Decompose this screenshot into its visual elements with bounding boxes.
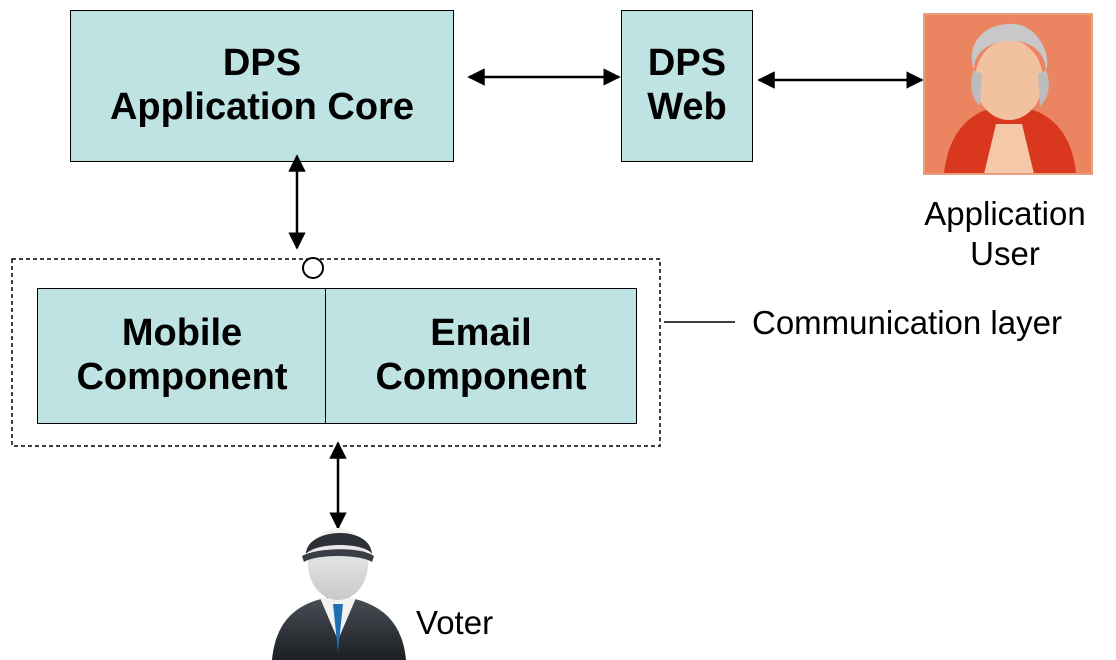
email-component-box: Email Component — [325, 288, 637, 424]
core-title-line2: Application Core — [109, 86, 415, 128]
application-user-label-line1: Application — [924, 195, 1086, 232]
application-user-icon — [923, 13, 1093, 175]
mobile-component-box: Mobile Component — [37, 288, 327, 424]
voter-icon — [272, 528, 406, 660]
web-title-line2: Web — [647, 86, 727, 128]
web-title-line1: DPS — [647, 42, 727, 85]
email-title-line1: Email — [430, 312, 532, 355]
dps-web-box: DPS Web — [621, 10, 753, 162]
interface-port-circle — [302, 257, 324, 279]
email-title-line2: Component — [375, 356, 587, 398]
mobile-title-line1: Mobile — [121, 312, 243, 355]
application-user-label-line2: User — [970, 234, 1040, 272]
communication-layer-label: Communication layer — [752, 304, 1062, 341]
core-title-line1: DPS — [222, 42, 302, 85]
application-user-label: Application User — [924, 194, 1086, 273]
voter-label: Voter — [416, 604, 494, 641]
dps-application-core-box: DPS Application Core — [70, 10, 454, 162]
mobile-title-line2: Component — [76, 356, 288, 398]
communication-layer-container — [11, 258, 661, 447]
